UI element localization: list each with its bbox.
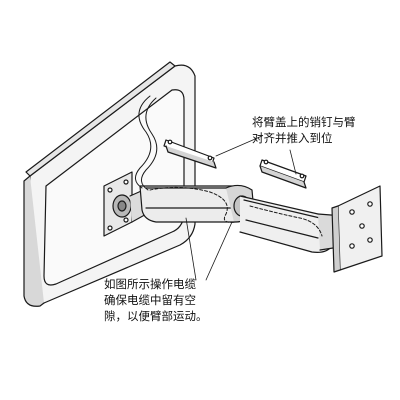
cover-pin	[207, 155, 213, 161]
wall-bracket	[331, 185, 383, 273]
mount-screw	[123, 217, 129, 223]
bracket-hole	[367, 237, 373, 243]
monitor-side-edge	[23, 175, 45, 307]
cover-pin	[299, 173, 305, 179]
pin-alignment-line-1: 将臂盖上的销钉与臂	[252, 115, 356, 129]
cable	[135, 95, 323, 237]
cable-slack-line-3: 隙，以便臂部运动。	[104, 309, 208, 323]
mount-screw	[123, 179, 129, 185]
monitor-top-edge	[25, 61, 176, 177]
cover-pin	[263, 159, 269, 165]
bracket-hole	[349, 209, 355, 215]
mount-screw	[107, 187, 113, 193]
bracket-hole	[367, 201, 373, 207]
bracket-hole	[359, 223, 365, 229]
leader-lines	[185, 135, 297, 281]
bracket-hole	[349, 243, 355, 249]
pin-alignment-line-2: 对齐并推入到位	[252, 131, 333, 145]
mount-screw	[107, 225, 113, 231]
cable-slack-note: 如图所示操作电缆 确保电缆中留有空 隙，以便臂部运动。	[104, 276, 208, 324]
cover-pin	[167, 139, 173, 145]
cable-slack-line-2: 确保电缆中留有空	[104, 293, 196, 307]
arm	[139, 184, 347, 253]
pin-alignment-note: 将臂盖上的销钉与臂 对齐并推入到位	[252, 114, 356, 146]
cable-slack-line-1: 如图所示操作电缆	[104, 277, 196, 291]
arm-cover-right	[259, 159, 307, 189]
arm-cover-left	[163, 139, 217, 169]
